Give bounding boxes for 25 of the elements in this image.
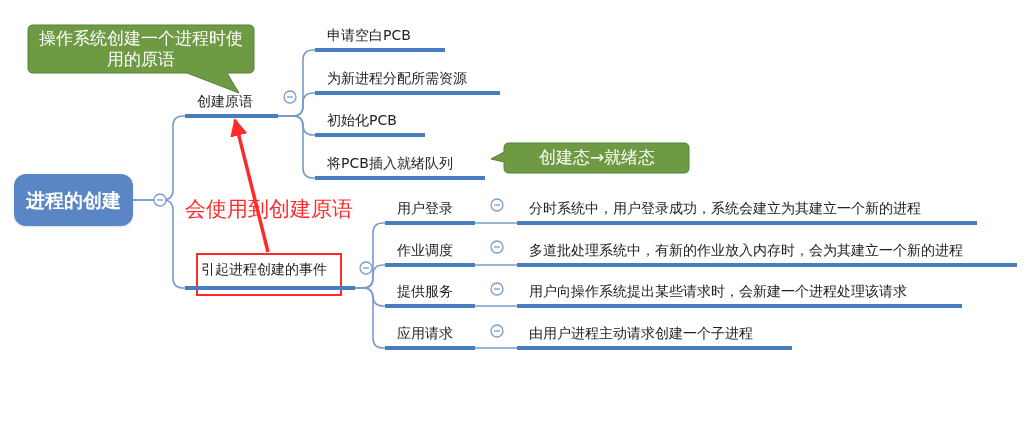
annotation-arrow xyxy=(230,118,270,253)
node-text: 应用请求 xyxy=(397,323,453,343)
node-text: 用户登录 xyxy=(397,198,453,218)
node-text: 多道批处理系统中，有新的作业放入内存时，会为其建立一个新的进程 xyxy=(529,240,963,260)
callout-bubble xyxy=(490,142,690,174)
node-text: 为新进程分配所需资源 xyxy=(327,68,467,88)
root-topic-box xyxy=(14,174,133,226)
node-text: 将PCB插入就绪队列 xyxy=(327,153,453,173)
node-text: 分时系统中，用户登录成功，系统会建立为其建立一个新的进程 xyxy=(529,198,921,218)
node-text: 用户向操作系统提出某些请求时，会新建一个进程处理该请求 xyxy=(529,281,907,301)
node-text: 申请空白PCB xyxy=(327,25,411,45)
node-text: 引起进程创建的事件 xyxy=(201,259,327,279)
node-text: 提供服务 xyxy=(397,281,453,301)
branch-connector xyxy=(474,222,518,224)
branch-connector xyxy=(474,347,518,349)
node-text: 进程的创建 xyxy=(26,187,121,213)
node-text: 初始化PCB xyxy=(327,110,397,130)
node-text: 由用户进程主动请求创建一个子进程 xyxy=(529,323,753,343)
branch-connector xyxy=(474,305,518,307)
node-text: 创建原语 xyxy=(197,91,253,111)
branch-connector xyxy=(474,264,518,266)
node-text: 作业调度 xyxy=(397,240,453,260)
node-text: 创建态→就绪态 xyxy=(538,146,656,170)
node-text: 操作系统创建一个进程时使用的原语 xyxy=(38,28,244,70)
callout-bubble xyxy=(27,24,255,94)
